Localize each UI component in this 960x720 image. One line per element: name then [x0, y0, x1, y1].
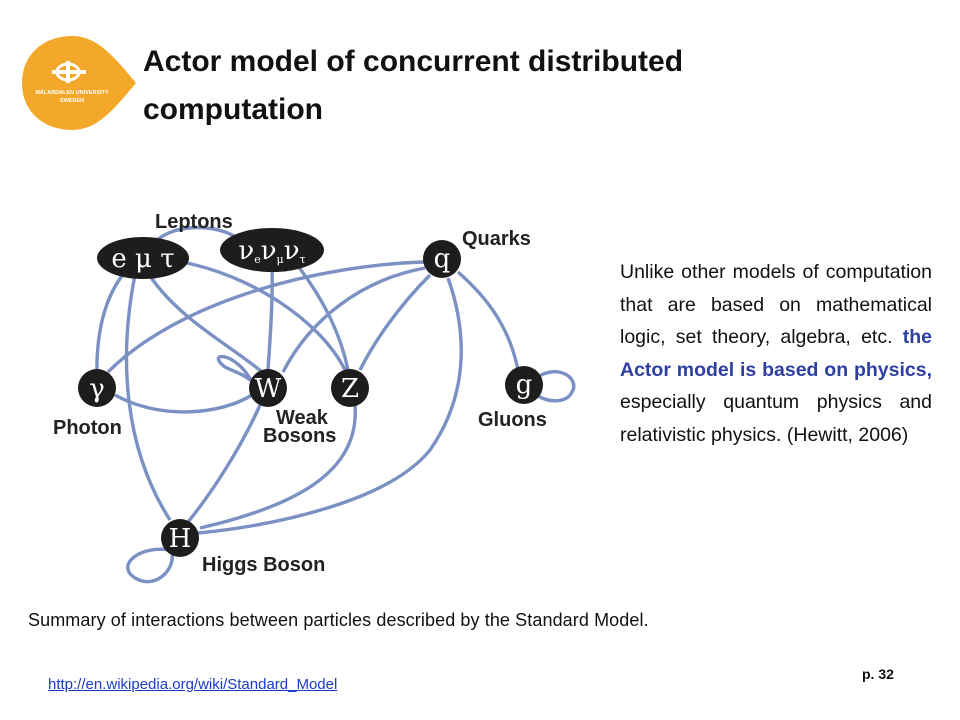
node-gluon [505, 366, 543, 404]
node-neutrinos [220, 228, 324, 272]
logo-drop-shape [22, 36, 136, 130]
edge-gluon-self-loop [535, 370, 576, 403]
university-logo: MÄLARDALEN UNIVERSITY SWEDEN [22, 36, 136, 130]
node-higgs-label: H [169, 524, 192, 554]
edge-leptons-z [181, 260, 347, 371]
node-z-boson-label: Z [341, 374, 359, 404]
figure-caption: Summary of interactions between particle… [28, 610, 649, 630]
edge-quark-w [281, 266, 426, 373]
interaction-edges [95, 225, 576, 584]
node-higgs [161, 519, 199, 557]
edge-leptons-w [148, 275, 264, 374]
edge-neutrinos-w [266, 267, 274, 371]
label-weak-line-2: Bosons [263, 425, 336, 447]
title-line-1: Actor model of concurrent distributed [143, 45, 684, 78]
node-charged-leptons [97, 237, 189, 279]
label-higgs: Higgs Boson [202, 554, 325, 576]
edge-quark-z [358, 273, 432, 371]
node-quark [423, 240, 461, 278]
label-leptons: Leptons [155, 211, 233, 233]
description-part-2: especially quantum physics and relativis… [620, 391, 932, 446]
node-z-boson [331, 369, 369, 407]
node-photon [78, 369, 116, 407]
edge-higgs-self-loop [126, 547, 174, 584]
label-photon: Photon [53, 417, 122, 439]
edge-quark-photon [106, 260, 426, 374]
particle-interaction-diagram: e μ τ νeνμντ q γ W Z g H Leptons Quarks … [53, 211, 576, 584]
source-link[interactable]: http://en.wikipedia.org/wiki/Standard_Mo… [48, 676, 338, 693]
description-part-1: Unlike other models of computation that … [620, 261, 932, 348]
slide-title: Actor model of concurrent distributed co… [143, 38, 843, 134]
node-photon-label: γ [89, 374, 105, 404]
label-weak-line-1: Weak [276, 407, 329, 429]
edge-z-higgs [199, 404, 357, 530]
edge-photon-w [114, 393, 253, 414]
label-quarks: Quarks [462, 228, 531, 250]
edge-leptons-higgs [124, 274, 172, 521]
edge-w-self-loop [216, 354, 254, 383]
logo-university-name: MÄLARDALEN UNIVERSITY [35, 89, 109, 96]
edge-leptons-photon [95, 270, 127, 379]
edge-quark-higgs [197, 277, 463, 535]
logo-emblem-icon [52, 61, 86, 83]
node-w-boson-label: W [255, 374, 282, 404]
title-line-2: computation [143, 93, 323, 126]
label-gluons: Gluons [478, 409, 547, 431]
node-w-boson [249, 369, 287, 407]
node-charged-leptons-label: e μ τ [111, 244, 174, 274]
edge-quark-gluon [456, 270, 520, 371]
page-number: p. 32 [862, 666, 894, 682]
edge-w-higgs [186, 404, 262, 524]
description-paragraph: Unlike other models of computation that … [620, 256, 932, 451]
description-highlight: the Actor model is based on physics, [620, 326, 932, 381]
logo-country: SWEDEN [60, 98, 84, 104]
node-neutrinos-label: νeνμντ [238, 236, 305, 266]
node-gluon-label: g [516, 370, 533, 400]
node-quark-label: q [434, 244, 451, 274]
